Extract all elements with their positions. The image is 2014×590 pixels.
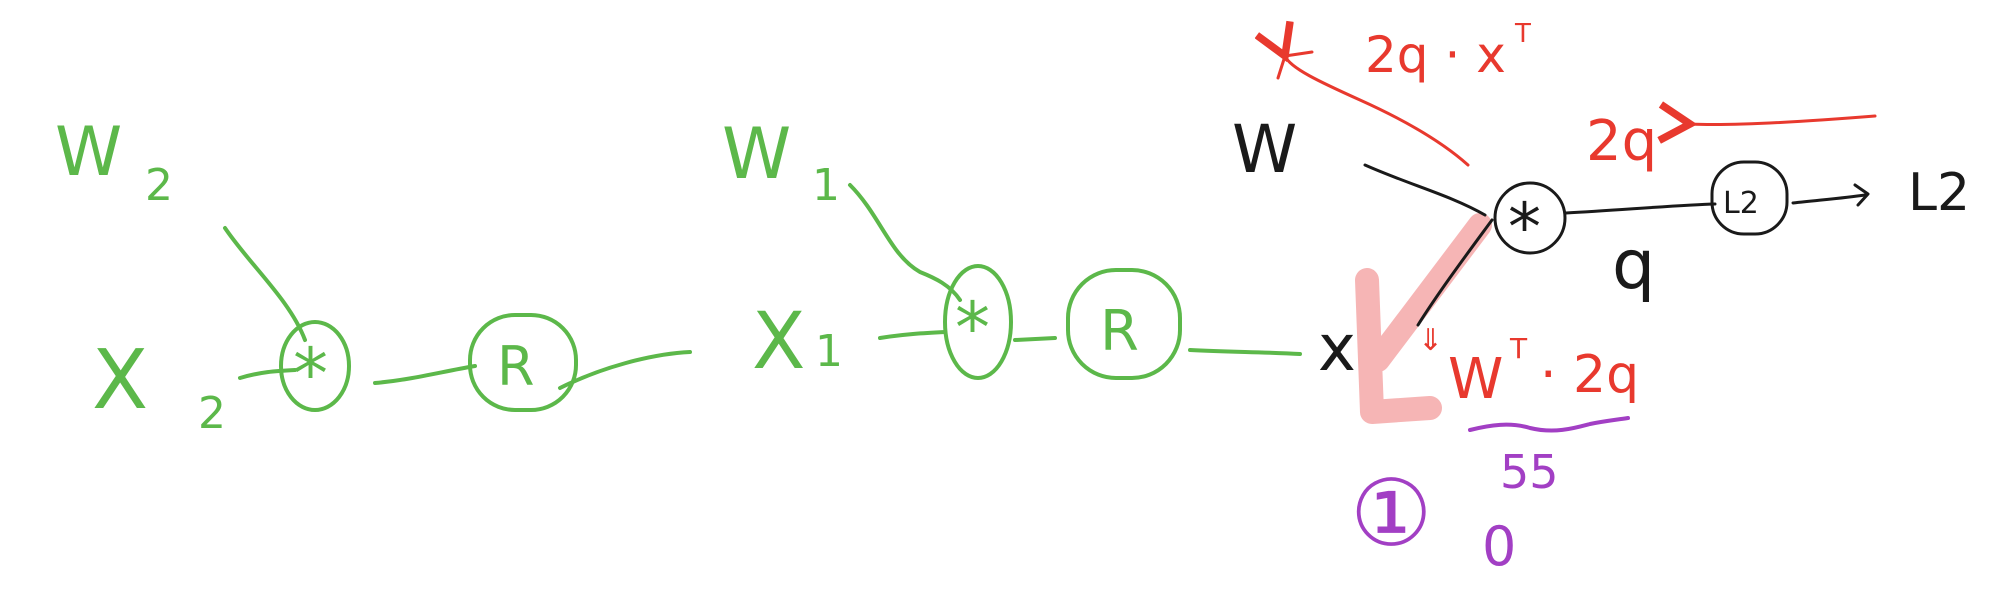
weight-gradient-label: 2q · x <box>1365 26 1506 84</box>
w-label: W <box>1232 111 1297 188</box>
multiply-to-relu-edge-middle <box>1013 336 1057 342</box>
input-gradient-superscript: T <box>1509 332 1528 365</box>
upstream-gradient-label: 2q <box>1586 109 1657 174</box>
local-graph <box>1363 160 1870 327</box>
dims-note: 55 <box>1500 445 1559 499</box>
x1-edge <box>878 330 947 340</box>
circle-one-mark: ① <box>1350 460 1432 567</box>
x-to-multiply-edge <box>1416 218 1494 327</box>
input-gradient-rest: · 2q <box>1540 345 1639 405</box>
l2-to-output-edge <box>1791 193 1867 205</box>
w1-edge <box>848 183 962 302</box>
highlight-stroke <box>1355 213 1492 424</box>
relu-node-left <box>468 313 578 412</box>
multiply-node-left <box>279 320 351 412</box>
relu-label-middle: R <box>1100 299 1139 364</box>
relu-to-x1-edge <box>558 350 692 390</box>
weight-gradient-arrow <box>1285 56 1470 167</box>
relu-node-middle <box>1066 268 1182 380</box>
l2-output-label: L2 <box>1908 163 1970 223</box>
left-block <box>223 226 692 412</box>
output-arrowhead <box>1853 183 1870 207</box>
w2-edge <box>223 226 307 342</box>
multiply-symbol-middle: * <box>955 287 990 369</box>
input-gradient-arrow-mark: ⇓ <box>1418 323 1443 358</box>
multiply-node-middle <box>943 264 1013 380</box>
x2-subscript: 2 <box>198 388 226 439</box>
x-label: x <box>1318 312 1356 386</box>
w-to-multiply-edge <box>1363 163 1487 217</box>
purple-underline <box>1468 416 1630 433</box>
upstream-gradient-arrow <box>1690 116 1877 125</box>
w1-subscript: 1 <box>812 160 840 211</box>
multiply-symbol-local: * <box>1508 189 1541 266</box>
input-gradient-label: W <box>1448 347 1503 412</box>
multiply-node-local <box>1493 181 1567 255</box>
weight-gradient-superscript: T <box>1514 19 1531 49</box>
zero-note: 0 <box>1482 515 1516 578</box>
relu-label-left: R <box>497 335 535 398</box>
multiply-symbol-left: * <box>293 333 328 415</box>
multiply-to-relu-edge-left <box>373 364 477 385</box>
q-label: q <box>1612 226 1655 305</box>
w1-label: W <box>722 113 791 195</box>
weight-gradient-hook <box>1276 50 1314 80</box>
w2-subscript: 2 <box>145 160 173 211</box>
l2-node <box>1710 160 1789 236</box>
middle-block <box>848 183 1302 380</box>
x2-label: X <box>92 333 148 428</box>
x2-edge <box>238 368 297 380</box>
l2-node-label: L2 <box>1723 186 1759 221</box>
x1-subscript: 1 <box>815 326 843 377</box>
relu-to-x-edge <box>1188 348 1302 356</box>
multiply-to-l2-edge <box>1564 202 1717 215</box>
w2-label: W <box>55 113 122 192</box>
x1-label: X <box>752 297 805 387</box>
